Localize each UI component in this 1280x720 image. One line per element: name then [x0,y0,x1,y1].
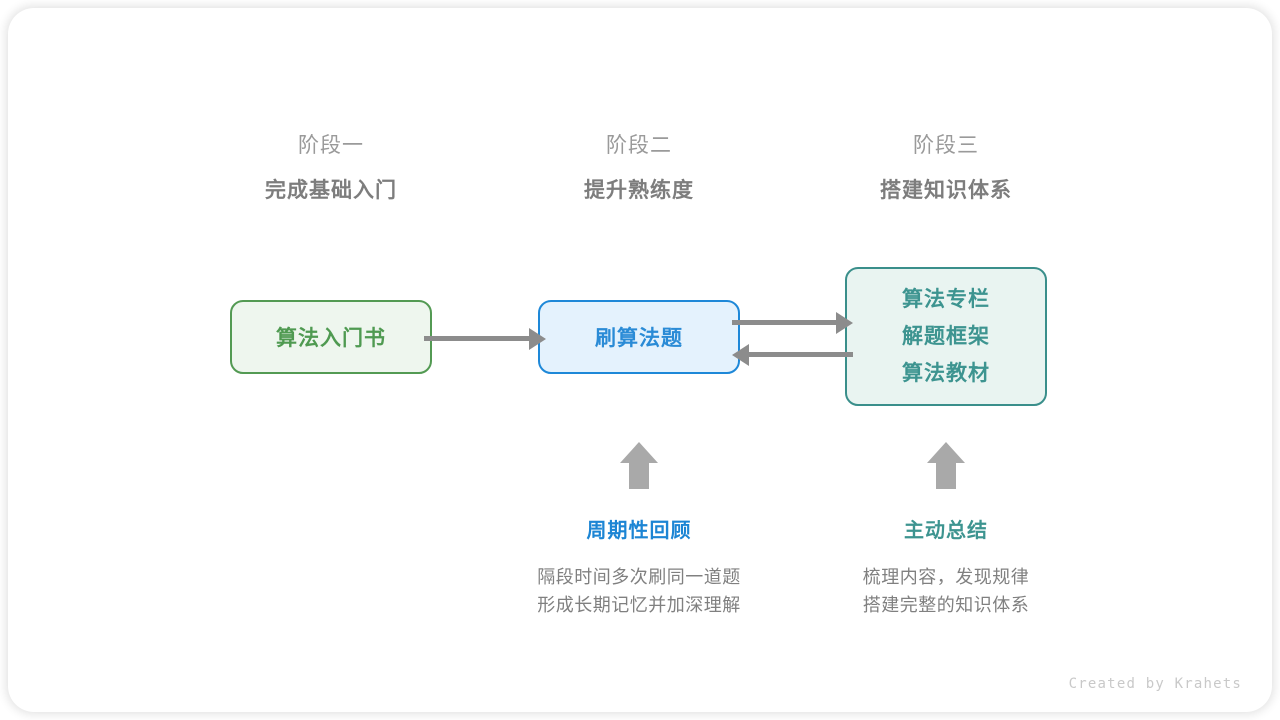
arrow-head-up-icon [620,442,658,463]
diagram-card: 阶段一 完成基础入门 阶段二 提升熟练度 阶段三 搭建知识体系 算法入门书 刷算… [8,8,1272,712]
arrow-head-right-icon [529,328,546,350]
note-summary-line-1: 梳理内容，发现规律 [862,567,1030,588]
note-review-line-1: 隔段时间多次刷同一道题 [537,567,741,588]
stage-number-1: 阶段一 [298,133,364,157]
arrow-shaft [424,336,529,341]
arrow-shaft [732,320,836,325]
arrow-stem [936,461,956,489]
stage-number-2: 阶段二 [606,133,672,157]
arrow-resources-to-practice [732,344,853,366]
node-resource-line-3: 算法教材 [902,361,990,385]
diagram-canvas: 阶段一 完成基础入门 阶段二 提升熟练度 阶段三 搭建知识体系 算法入门书 刷算… [8,8,1272,712]
arrow-head-left-icon [732,344,749,366]
arrow-head-right-icon [836,312,853,334]
note-review-line-2: 形成长期记忆并加深理解 [537,595,741,616]
node-resource-line-1: 算法专栏 [902,287,990,311]
note-summary-title: 主动总结 [904,518,988,542]
note-summary-line-2: 搭建完整的知识体系 [862,595,1030,616]
node-algorithm-book: 算法入门书 [230,300,432,374]
up-arrow-review-icon [620,442,658,489]
note-active-summary: 主动总结 梳理内容，发现规律 搭建完整的知识体系 [781,516,1111,620]
node-practice-problems-label: 刷算法题 [595,326,683,350]
arrow-shaft [749,352,853,357]
node-algorithm-book-label: 算法入门书 [276,326,386,350]
arrow-stem [629,461,649,489]
stage-header-1: 阶段一 完成基础入门 [201,130,461,205]
stage-header-2: 阶段二 提升熟练度 [509,130,769,205]
note-periodic-review: 周期性回顾 隔段时间多次刷同一道题 形成长期记忆并加深理解 [474,516,804,620]
stage-title-3: 搭建知识体系 [880,178,1012,202]
node-learning-resources: 算法专栏 解题框架 算法教材 [845,267,1047,406]
note-review-title: 周期性回顾 [586,518,692,542]
stage-number-3: 阶段三 [913,133,979,157]
arrow-head-up-icon [927,442,965,463]
stage-header-3: 阶段三 搭建知识体系 [816,130,1076,205]
stage-title-2: 提升熟练度 [584,178,694,202]
note-summary-body: 梳理内容，发现规律 搭建完整的知识体系 [781,564,1111,620]
arrow-practice-to-resources [732,312,853,334]
credit-text: Created by Krahets [1068,676,1242,692]
node-practice-problems: 刷算法题 [538,300,740,374]
node-resource-line-2: 解题框架 [902,324,990,348]
stage-title-1: 完成基础入门 [265,178,397,202]
up-arrow-summary-icon [927,442,965,489]
note-review-body: 隔段时间多次刷同一道题 形成长期记忆并加深理解 [474,564,804,620]
arrow-book-to-practice [424,328,546,350]
